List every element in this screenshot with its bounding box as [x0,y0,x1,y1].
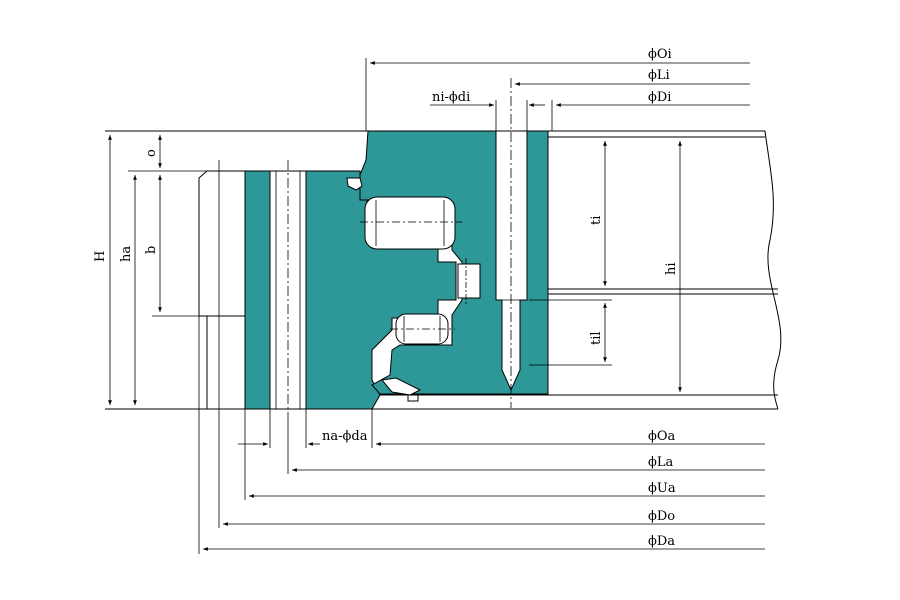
label-ha: ha [119,246,134,262]
label-h: H [93,251,108,262]
outer-ring [244,160,457,420]
label-oi: ϕOi [648,47,672,62]
label-oa: ϕOa [648,429,676,444]
seals [346,177,422,402]
inner-bolt-hole [495,130,528,392]
rollers [360,196,481,345]
label-do: ϕDo [648,509,675,524]
radial-spacer [457,263,481,299]
label-ua: ϕUa [648,481,676,496]
upper-roller [364,196,456,250]
label-la: ϕLa [648,455,673,470]
label-til: til [589,331,604,345]
label-o: o [144,149,159,157]
bottom-seal [381,377,422,396]
bottom-dimensions: ϕOa na-ϕda ϕLa ϕUa ϕDo ϕDa [198,160,765,554]
top-dimensions: ϕOi ϕLi ϕDi ni-ϕdi [365,47,750,131]
label-hi: hi [664,262,679,275]
label-da: ϕDa [648,534,675,549]
label-di: ϕDi [648,90,671,105]
label-ti: ti [589,216,604,225]
label-na-da: na-ϕda [322,429,368,444]
label-li: ϕLi [648,68,670,83]
label-b: b [144,246,159,254]
grease-nipple [407,394,419,402]
outer-ring-lip [244,170,271,410]
left-dimensions: H ha b o [93,134,245,405]
top-seal [346,177,363,191]
label-ni-di: ni-ϕdi [432,90,470,105]
right-dimensions: ti hi til [529,140,682,392]
